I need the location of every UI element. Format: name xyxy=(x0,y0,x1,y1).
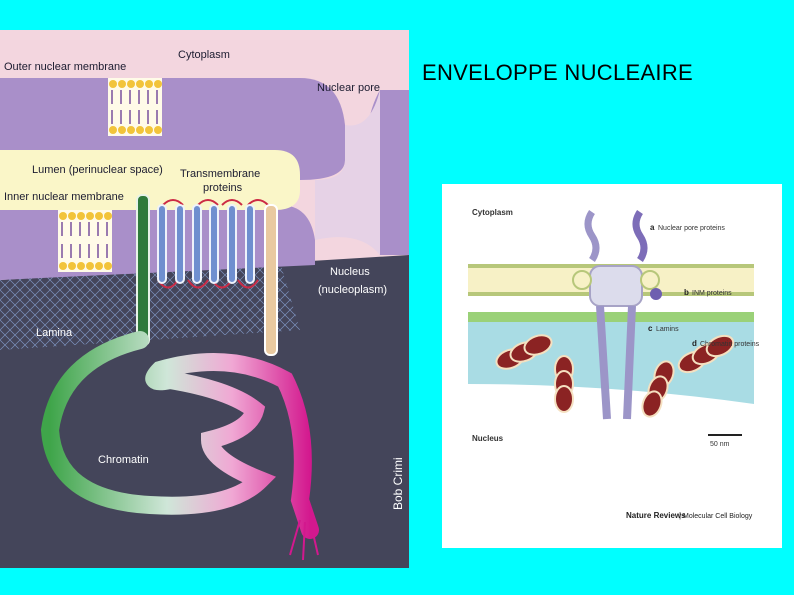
nuclear-pore-complex xyxy=(572,210,662,420)
nuclear-envelope-illustration: Outer nuclear membrane Cytoplasm Nuclear… xyxy=(0,30,409,568)
label-inm-proteins: INM proteins xyxy=(692,290,732,297)
journal-subtitle: Molecular Cell Biology xyxy=(683,513,753,520)
label-inner-membrane: Inner nuclear membrane xyxy=(4,191,124,203)
nuclear-pore xyxy=(315,90,380,255)
label-proteins: proteins xyxy=(203,182,243,194)
label-d-letter: d xyxy=(692,339,697,348)
label-nucleoplasm: (nucleoplasm) xyxy=(318,284,387,296)
label-lamins: Lamins xyxy=(656,326,679,333)
label-a-letter: a xyxy=(650,223,655,232)
label-lumen: Lumen (perinuclear space) xyxy=(32,164,163,176)
label-outer-membrane: Outer nuclear membrane xyxy=(4,61,126,73)
journal-separator: | xyxy=(679,511,681,520)
label-c-letter: c xyxy=(648,324,653,333)
journal-name: Nature Reviews xyxy=(626,511,686,520)
figure-canvas: Cytoplasm a Nuclear pore proteins b INM … xyxy=(468,199,760,520)
label-nuclear-pore: Nuclear pore xyxy=(317,82,380,94)
transmembrane-proteins xyxy=(136,194,278,356)
outer-bilayer-patch xyxy=(108,78,162,136)
label-lamina: Lamina xyxy=(36,327,73,339)
chromatin-ends xyxy=(289,519,319,561)
chromatin-coils xyxy=(495,334,735,418)
label-transmembrane: Transmembrane xyxy=(180,168,260,180)
label-nucleus: Nucleus xyxy=(472,434,504,443)
chromatin-fiber xyxy=(40,331,319,539)
label-nucleus: Nucleus xyxy=(330,266,370,278)
label-chromatin-proteins: Chromatin proteins xyxy=(700,341,760,348)
lamina-band xyxy=(468,312,754,322)
nature-reviews-figure: Cytoplasm a Nuclear pore proteins b INM … xyxy=(442,184,782,548)
label-b-letter: b xyxy=(684,288,689,297)
illustration-canvas: Outer nuclear membrane Cytoplasm Nuclear… xyxy=(0,30,409,568)
label-cytoplasm: Cytoplasm xyxy=(178,49,230,61)
slide-title: ENVELOPPE NUCLEAIRE xyxy=(422,60,694,85)
label-chromatin: Chromatin xyxy=(98,454,149,466)
lumen-region xyxy=(0,150,300,210)
label-nuclear-pore-proteins: Nuclear pore proteins xyxy=(658,225,725,232)
artist-credit: Bob Crimi xyxy=(391,457,405,510)
label-scale: 50 nm xyxy=(710,441,730,448)
inner-bilayer-patch xyxy=(58,210,112,272)
label-cytoplasm: Cytoplasm xyxy=(472,208,513,217)
